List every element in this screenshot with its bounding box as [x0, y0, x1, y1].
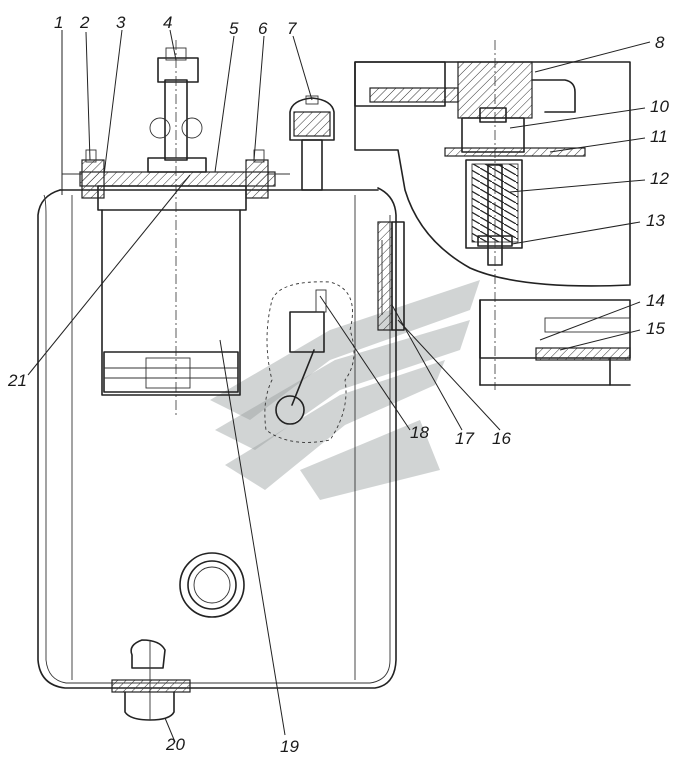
float-chamber: [101, 209, 241, 396]
float-lever: [264, 281, 355, 443]
callout-18: 18: [410, 423, 429, 442]
filler-neck: [289, 95, 335, 191]
callout-17: 17: [455, 429, 474, 448]
callout-4: 4: [163, 13, 173, 32]
valve-detail: [354, 40, 631, 390]
callout-5: 5: [229, 19, 239, 38]
callout-15: 15: [646, 319, 665, 338]
callout-21: 21: [8, 371, 27, 390]
callout-10: 10: [650, 97, 669, 116]
callout-8: 8: [655, 33, 665, 52]
top-cover: [62, 149, 290, 211]
inspection-hole: [179, 552, 245, 618]
callout-14: 14: [646, 291, 665, 310]
callout-12: 12: [650, 169, 669, 188]
drain-plug: [111, 639, 191, 721]
callout-7: 7: [287, 19, 297, 38]
callout-11: 11: [650, 127, 668, 146]
leader-lines: [27, 29, 651, 743]
level-sensor: [147, 40, 207, 415]
tank-body: [37, 187, 397, 689]
callout-16: 16: [492, 429, 511, 448]
side-window: [377, 221, 405, 331]
callout-2: 2: [80, 13, 90, 32]
callout-13: 13: [646, 211, 665, 230]
callout-19: 19: [280, 737, 299, 756]
callout-3: 3: [116, 13, 126, 32]
callout-6: 6: [258, 19, 268, 38]
callout-20: 20: [166, 735, 185, 754]
callout-1: 1: [54, 13, 64, 32]
